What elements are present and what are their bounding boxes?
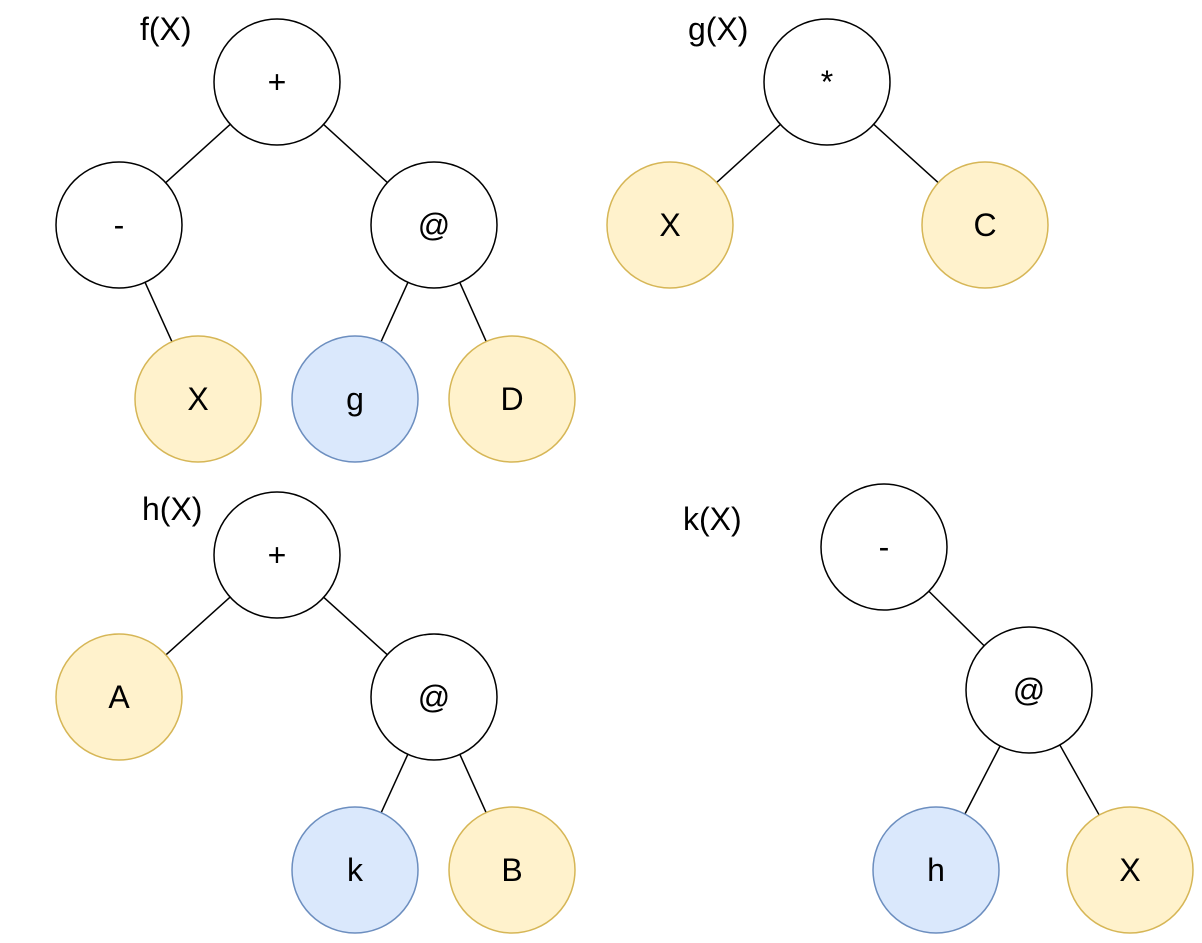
node-circle-h-at (370, 633, 498, 761)
node-label-f-d: D (500, 381, 523, 417)
node-circle-f-minus (55, 161, 183, 289)
node-g-x: X (606, 161, 734, 289)
titles-layer: f(X) g(X) h(X) k(X) (140, 11, 748, 537)
node-label-k-h: h (927, 852, 945, 888)
node-label-f-minus: - (114, 207, 125, 243)
node-f-minus: - (55, 161, 183, 289)
node-f-root: + (213, 18, 341, 146)
node-circle-f-x (134, 335, 262, 463)
node-label-g-x: X (659, 207, 680, 243)
node-k-x: X (1066, 806, 1194, 934)
edge-k-at-k-h (964, 745, 1001, 815)
edge-g-root-g-c (873, 123, 939, 184)
node-label-h-k: k (347, 852, 364, 888)
node-label-h-b: B (501, 852, 522, 888)
node-f-at: @ (370, 161, 498, 289)
node-circle-k-x (1066, 806, 1194, 934)
node-h-k: k (291, 806, 419, 934)
node-label-f-at: @ (418, 207, 450, 243)
node-circle-h-a (55, 633, 183, 761)
node-k-h: h (872, 806, 1000, 934)
node-label-f-g: g (346, 381, 364, 417)
tree-title-f: f(X) (140, 11, 192, 47)
node-circle-h-k (291, 806, 419, 934)
node-label-k-root: - (879, 529, 890, 565)
node-circle-g-c (921, 161, 1049, 289)
edges-layer (144, 123, 1100, 816)
node-h-root: + (213, 491, 341, 619)
edge-f-root-f-minus (165, 123, 231, 184)
node-h-at: @ (370, 633, 498, 761)
node-label-k-at: @ (1013, 672, 1045, 708)
node-label-h-root: + (268, 537, 287, 573)
node-circle-f-d (448, 335, 576, 463)
node-label-k-x: X (1119, 852, 1140, 888)
edge-k-root-k-at (928, 590, 985, 647)
tree-title-h: h(X) (142, 491, 202, 527)
node-h-a: A (55, 633, 183, 761)
node-circle-h-b (448, 806, 576, 934)
node-circle-h-root (213, 491, 341, 619)
edge-f-at-f-g (380, 282, 409, 342)
node-circle-k-root (820, 483, 948, 611)
node-circle-k-h (872, 806, 1000, 934)
node-circle-k-at (965, 626, 1093, 754)
node-f-d: D (448, 335, 576, 463)
node-label-g-c: C (973, 207, 996, 243)
node-k-at: @ (965, 626, 1093, 754)
node-circle-f-root (213, 18, 341, 146)
edge-h-at-h-k (380, 753, 409, 814)
node-circle-g-x (606, 161, 734, 289)
node-f-g: g (291, 335, 419, 463)
node-label-h-at: @ (418, 679, 450, 715)
node-circle-f-g (291, 335, 419, 463)
edge-h-root-h-a (165, 596, 231, 656)
edge-h-root-h-at (323, 596, 388, 656)
node-label-h-a: A (108, 679, 130, 715)
node-f-x: X (134, 335, 262, 463)
edge-f-root-f-at (323, 123, 388, 184)
edge-k-at-k-x (1059, 744, 1100, 816)
edge-h-at-h-b (459, 754, 487, 813)
node-label-g-root: * (821, 64, 833, 100)
node-circle-f-at (370, 161, 498, 289)
node-g-root: * (763, 18, 891, 146)
node-g-c: C (921, 161, 1049, 289)
node-h-b: B (448, 806, 576, 934)
tree-title-g: g(X) (688, 11, 748, 47)
node-k-root: - (820, 483, 948, 611)
node-circle-g-root (763, 18, 891, 146)
node-label-f-x: X (187, 381, 208, 417)
node-label-f-root: + (268, 64, 287, 100)
edge-f-at-f-d (459, 282, 487, 342)
edge-g-root-g-x (716, 123, 781, 184)
tree-title-k: k(X) (683, 501, 742, 537)
edge-f-minus-f-x (144, 282, 173, 342)
